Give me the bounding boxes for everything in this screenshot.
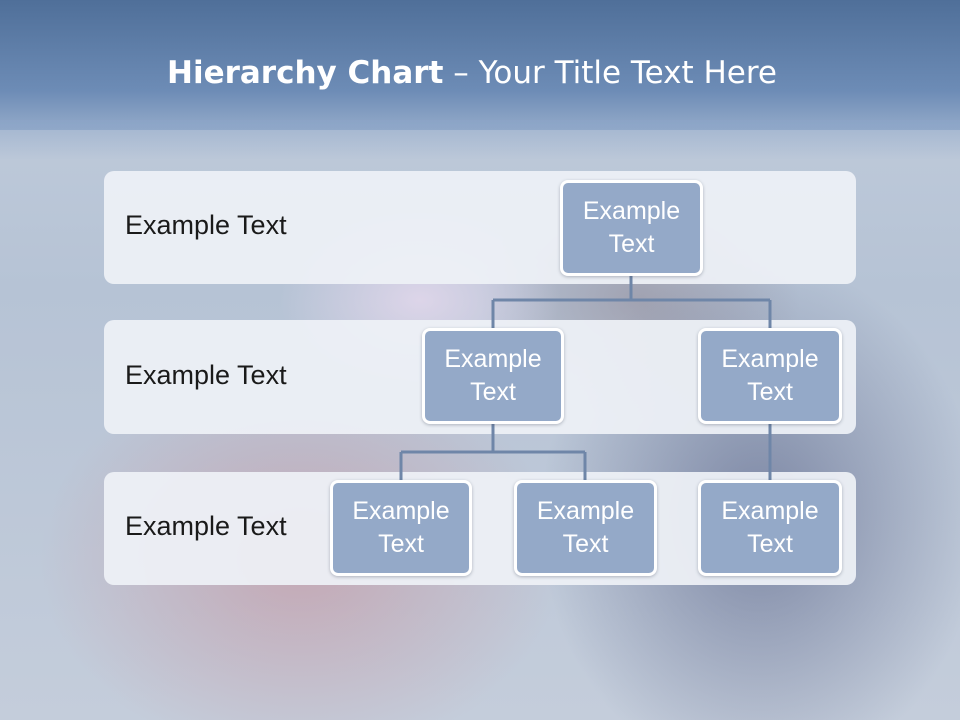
level-label-2: Example Text bbox=[125, 360, 287, 390]
node-level3-right[interactable]: Example Text bbox=[698, 480, 842, 576]
connector-root-to-level2 bbox=[491, 276, 772, 328]
node-level3-left[interactable]: Example Text bbox=[330, 480, 472, 576]
title-rest: – Your Title Text Here bbox=[443, 55, 777, 91]
title-fade bbox=[0, 120, 960, 160]
title-bold: Hierarchy Chart bbox=[167, 55, 444, 91]
node-level2-right[interactable]: Example Text bbox=[698, 328, 842, 424]
level-band-1 bbox=[104, 171, 856, 284]
node-root[interactable]: Example Text bbox=[560, 180, 703, 276]
slide-title: Hierarchy Chart – Your Title Text Here bbox=[0, 55, 944, 91]
node-level2-left[interactable]: Example Text bbox=[422, 328, 564, 424]
title-band bbox=[0, 0, 960, 130]
connector-left-to-level3 bbox=[399, 424, 587, 480]
node-level3-middle[interactable]: Example Text bbox=[514, 480, 657, 576]
level-label-3: Example Text bbox=[125, 511, 287, 541]
level-label-1: Example Text bbox=[125, 210, 287, 240]
